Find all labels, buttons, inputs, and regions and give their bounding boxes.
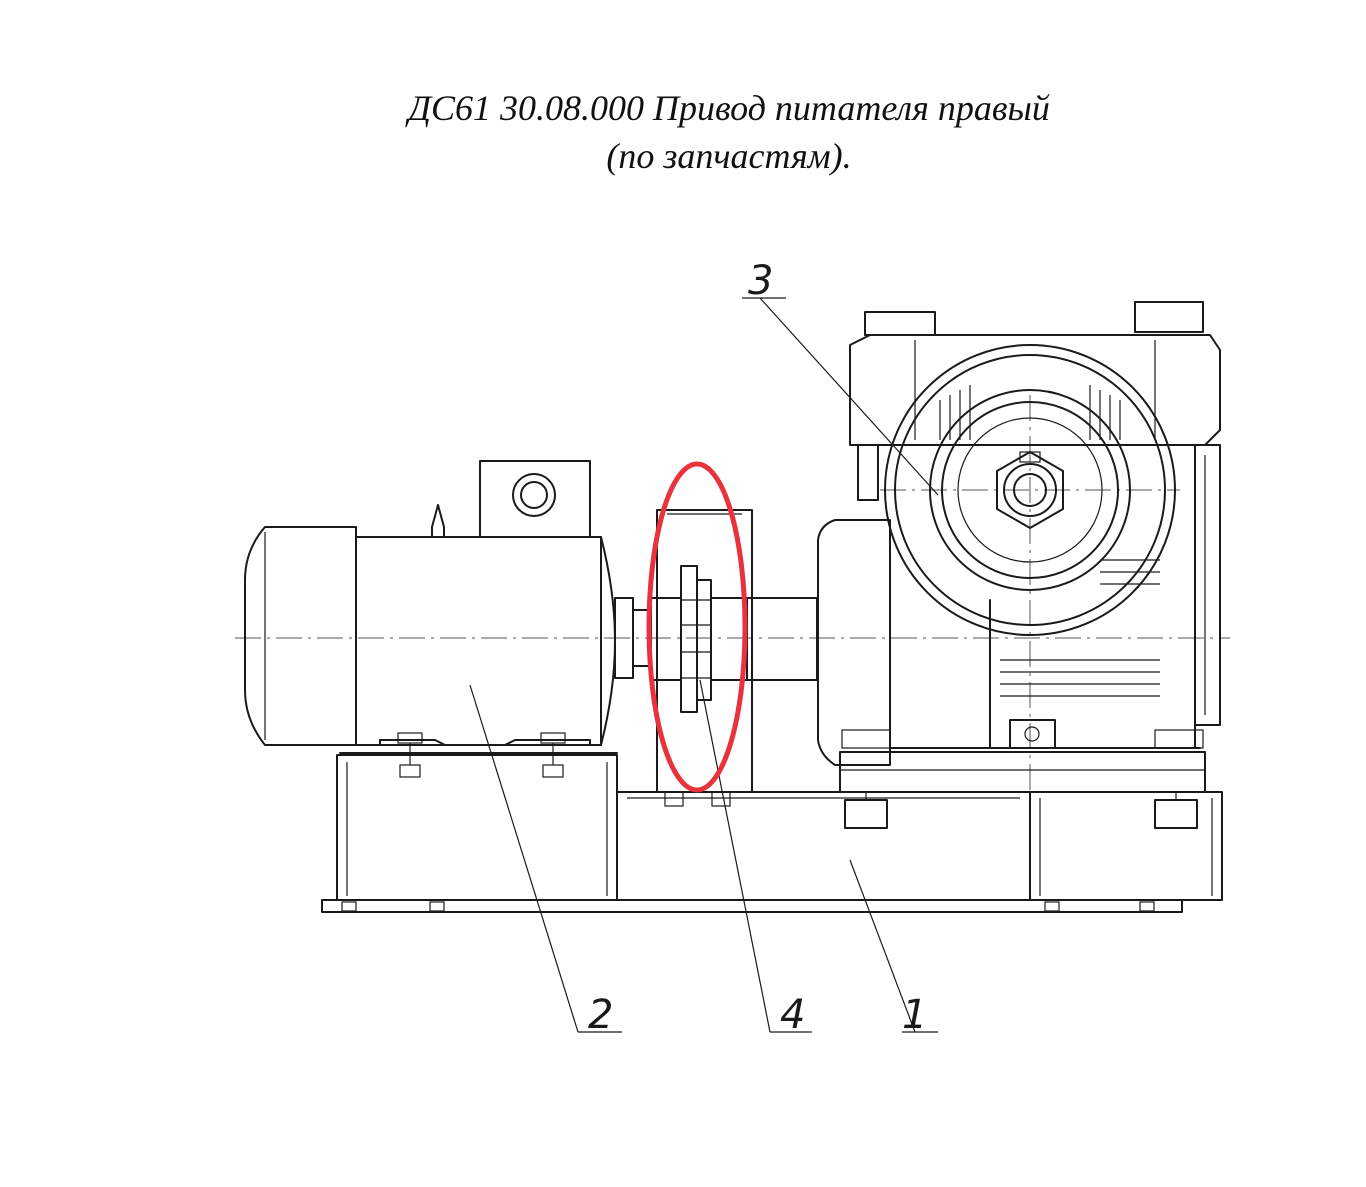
callout-label-4: 4	[780, 992, 805, 1038]
callout-label-2: 2	[588, 992, 613, 1038]
electric-motor	[244, 460, 652, 778]
drawing-title-line-2: (по запчастям).	[606, 136, 852, 176]
callout-label-1: 1	[902, 992, 927, 1038]
coupling	[650, 509, 818, 807]
callout-label-3: 3	[748, 258, 773, 304]
gearbox-ribs	[939, 385, 1160, 697]
drawing-title-line-1: ДС61 30.08.000 Привод питателя правый	[408, 88, 1050, 128]
gearbox	[817, 301, 1221, 829]
leader-lines	[469, 297, 939, 1033]
coupling-highlight-ellipse	[646, 461, 748, 793]
base-frame	[321, 754, 1223, 913]
motor-bolts	[397, 732, 566, 778]
